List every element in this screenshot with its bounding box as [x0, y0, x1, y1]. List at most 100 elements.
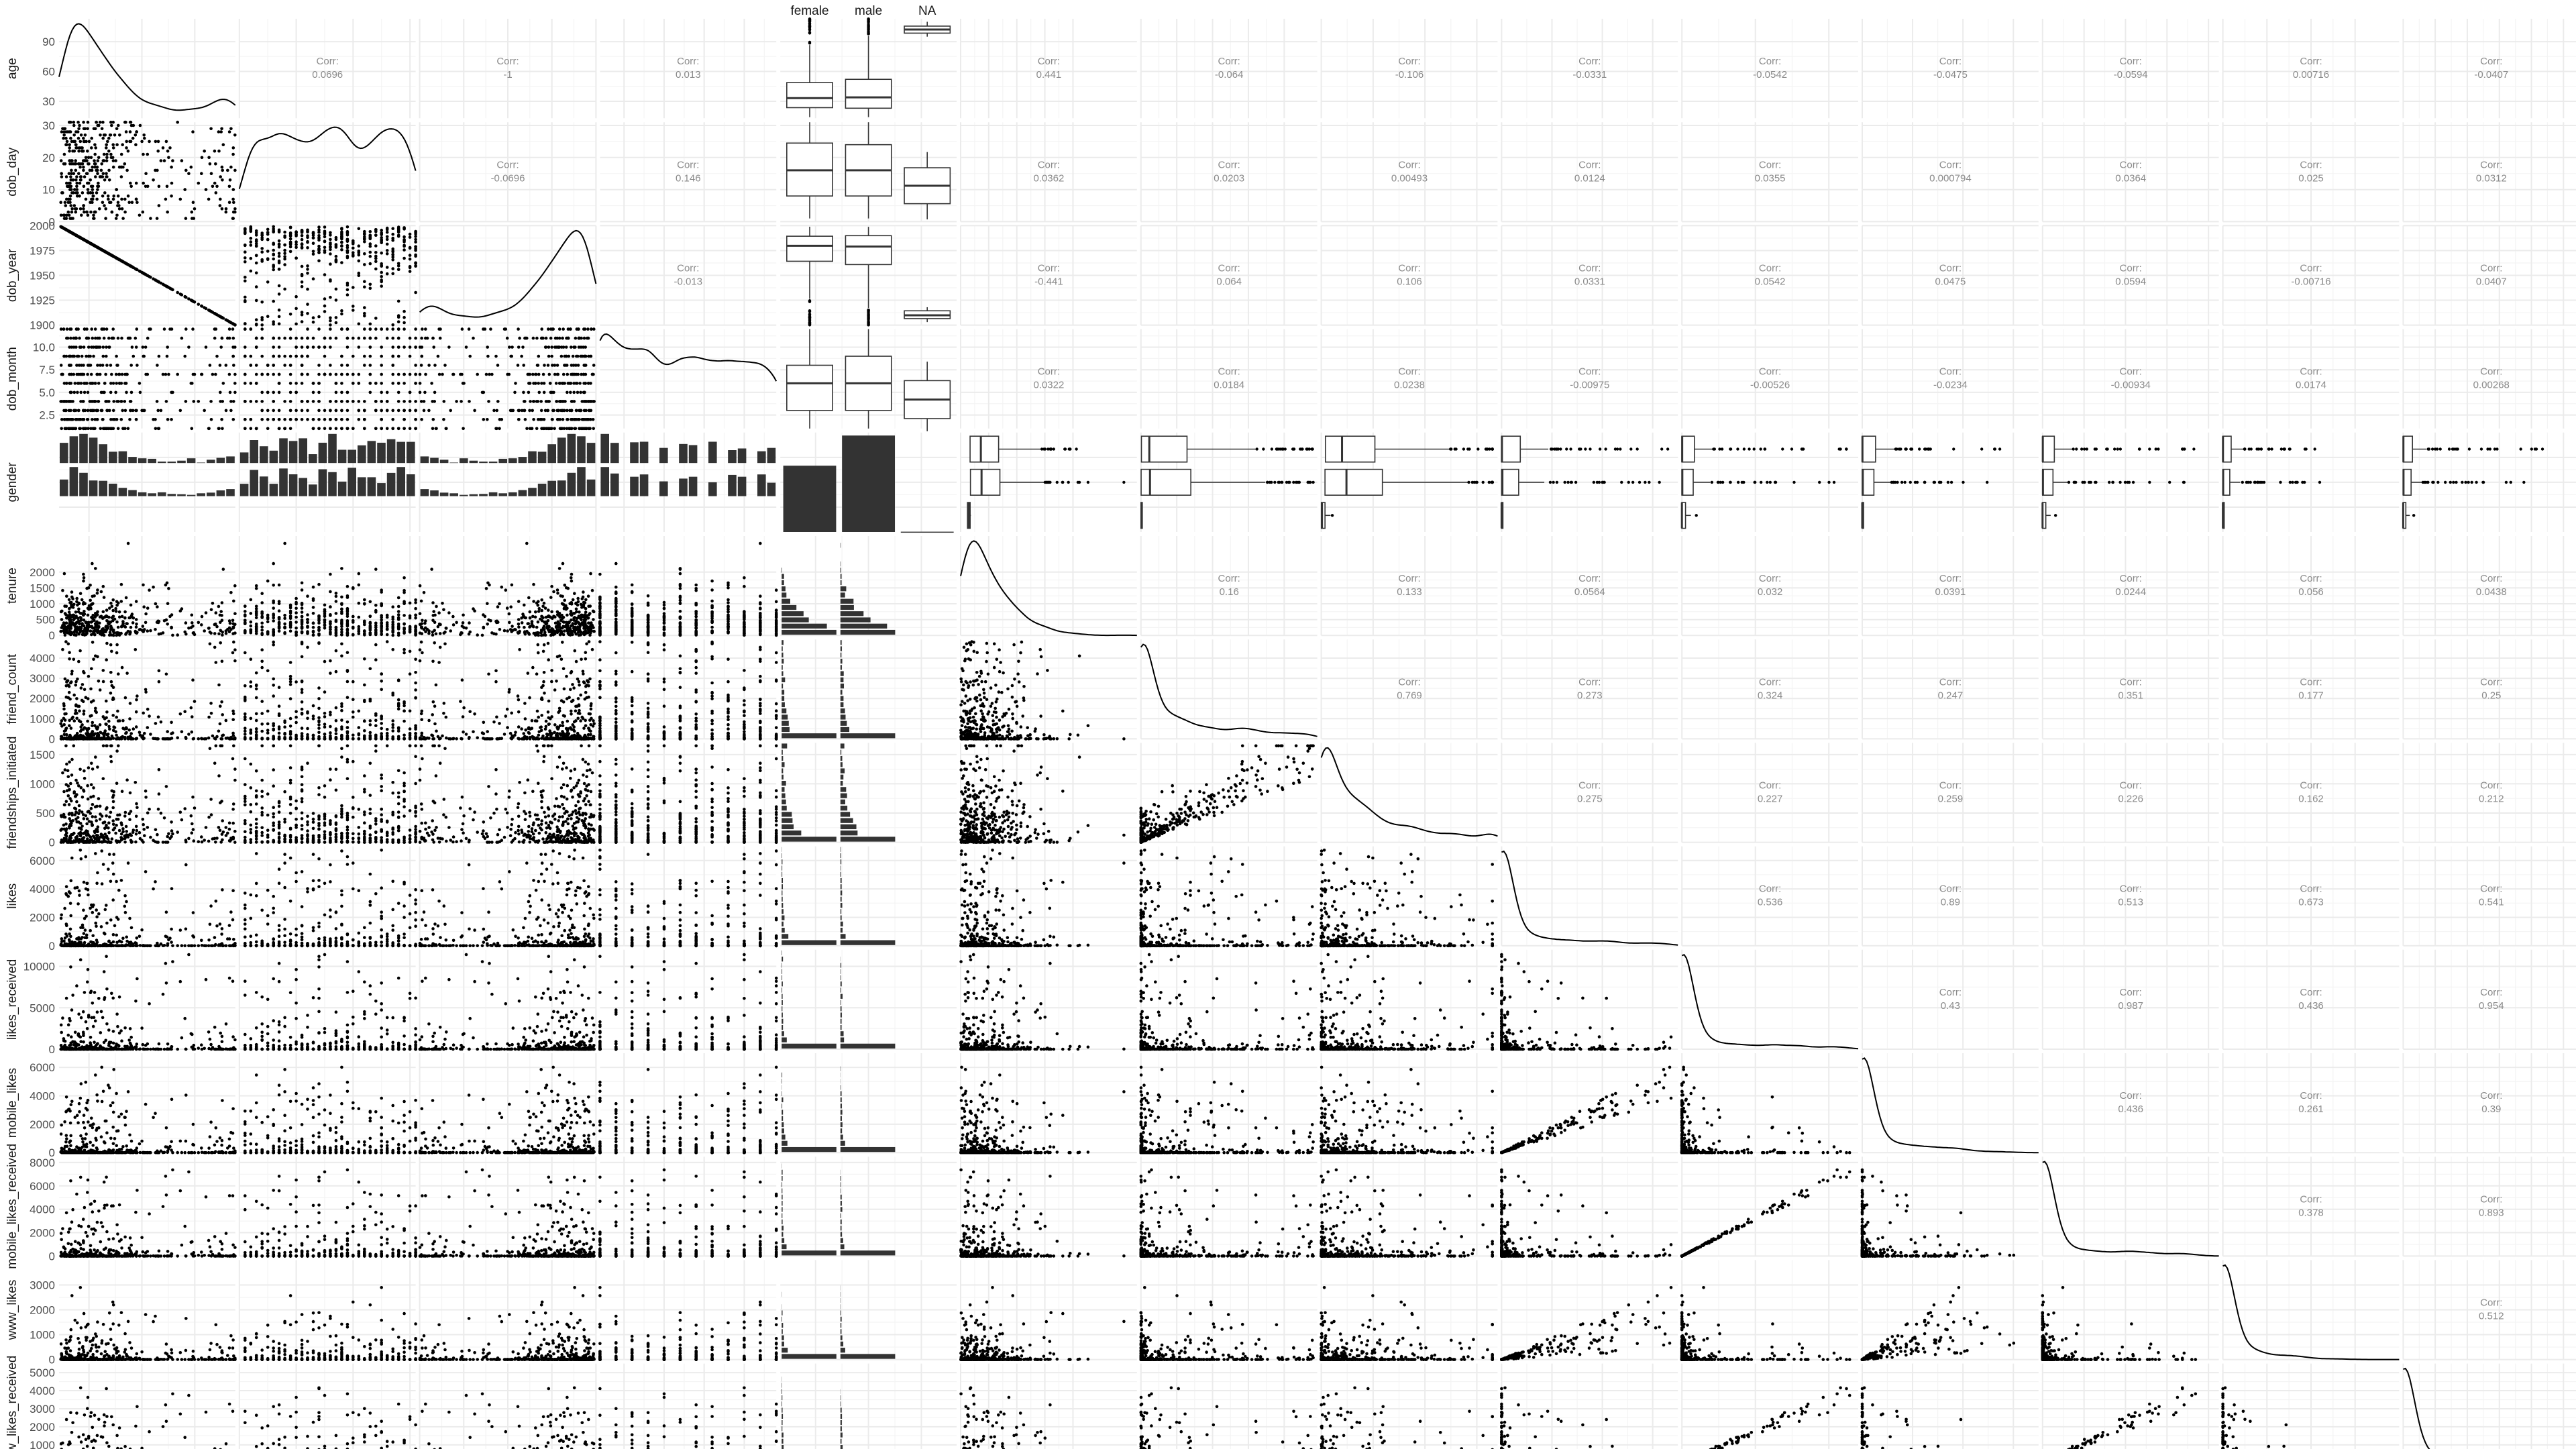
panel-www_likes_received-gender [780, 1364, 957, 1449]
data-point [156, 605, 159, 608]
corr-label: Corr: [1939, 56, 1962, 67]
panel-likes-friend_count [1141, 847, 1318, 946]
data-point [180, 337, 184, 340]
data-point [207, 156, 211, 160]
data-point [374, 382, 378, 385]
data-point [369, 230, 372, 233]
data-point [329, 373, 332, 376]
data-point [329, 628, 332, 631]
data-point [556, 364, 559, 367]
data-point [66, 327, 69, 331]
data-point [250, 270, 253, 273]
data-point [301, 620, 304, 623]
data-point [112, 195, 115, 198]
data-point [101, 249, 105, 252]
data-point [529, 382, 532, 385]
data-point [369, 323, 372, 326]
data-point [340, 427, 343, 431]
data-point [260, 316, 264, 319]
data-point [535, 337, 539, 340]
hist-bar [577, 436, 586, 463]
data-point [329, 590, 332, 594]
data-point [380, 252, 383, 255]
data-point [551, 364, 554, 367]
data-point [85, 140, 88, 144]
data-point [116, 204, 119, 207]
panel-likes-www_likes [2223, 847, 2400, 946]
data-point [592, 630, 596, 633]
data-point [213, 150, 217, 153]
hist-bar [260, 476, 268, 496]
data-point [143, 137, 146, 140]
data-point [391, 323, 394, 327]
data-point [329, 605, 332, 608]
data-point [103, 630, 107, 633]
corr-value-mobile_likes-mobile_likes_received: 0.436 [2118, 1104, 2143, 1115]
data-point [117, 626, 120, 629]
panel-www_likes_received-likes_received [1682, 1364, 1858, 1449]
data-point [95, 169, 99, 172]
data-point [193, 217, 196, 220]
data-point [142, 345, 145, 349]
panel-dob_year-likes [1501, 225, 1678, 325]
data-point [78, 621, 81, 625]
panel-likes_received-friendships_initiated [1322, 950, 1498, 1049]
data-point [587, 382, 590, 385]
hist-bar [640, 441, 649, 463]
corr-value-friend_count-mobile_likes: 0.247 [1938, 690, 1964, 701]
data-point [111, 156, 115, 160]
data-point [80, 345, 83, 349]
data-point [158, 185, 161, 189]
hist-bar [568, 473, 576, 496]
corr-value-age-friendships_initiated: -0.106 [1395, 69, 1424, 80]
data-point [64, 427, 67, 431]
data-point [266, 630, 270, 633]
corr-value-dob_day-tenure: 0.0362 [1033, 172, 1064, 184]
data-point [214, 373, 217, 376]
data-point [100, 391, 103, 394]
data-point [580, 619, 583, 622]
data-point [294, 601, 298, 604]
data-point [244, 280, 247, 283]
data-point [107, 400, 111, 403]
hist-bar [659, 482, 668, 496]
data-point [402, 310, 406, 313]
data-point [576, 355, 580, 358]
data-point [570, 625, 573, 628]
data-point [60, 400, 64, 403]
panel-likes-likes_received [1682, 847, 1858, 946]
data-point [229, 409, 233, 413]
outlier-point [1467, 481, 1470, 484]
data-point [521, 345, 525, 349]
hist-bar [489, 462, 498, 463]
corr-value-friendships_initiated-likes_received: 0.227 [1758, 794, 1783, 805]
data-point [414, 291, 417, 294]
outlier-point [1766, 481, 1768, 484]
outlier-point [1760, 481, 1762, 484]
corr-value-tenure-likes: 0.0564 [1574, 586, 1605, 598]
panel-www_likes-www_likes_received [2403, 1260, 2576, 1359]
data-point [553, 427, 556, 431]
data-point [335, 382, 338, 385]
data-point [340, 327, 343, 331]
data-point [233, 382, 237, 385]
data-point [59, 630, 62, 633]
data-point [68, 382, 71, 385]
data-point [496, 605, 500, 608]
data-point [548, 373, 551, 376]
data-point [549, 337, 553, 340]
data-point [80, 627, 83, 631]
panel-friendships_initiated-www_likes_received [2403, 743, 2576, 842]
outlier-point [1282, 447, 1285, 450]
corr-label: Corr: [2300, 159, 2322, 170]
data-point [120, 400, 123, 403]
data-point [118, 207, 121, 211]
data-point [363, 312, 366, 315]
data-point [111, 598, 115, 602]
outlier-point [2132, 481, 2135, 484]
data-point [555, 337, 559, 340]
corr-label: Corr: [1759, 573, 1781, 584]
data-point [233, 133, 237, 137]
hist-bar [168, 494, 176, 496]
data-point [289, 427, 292, 431]
